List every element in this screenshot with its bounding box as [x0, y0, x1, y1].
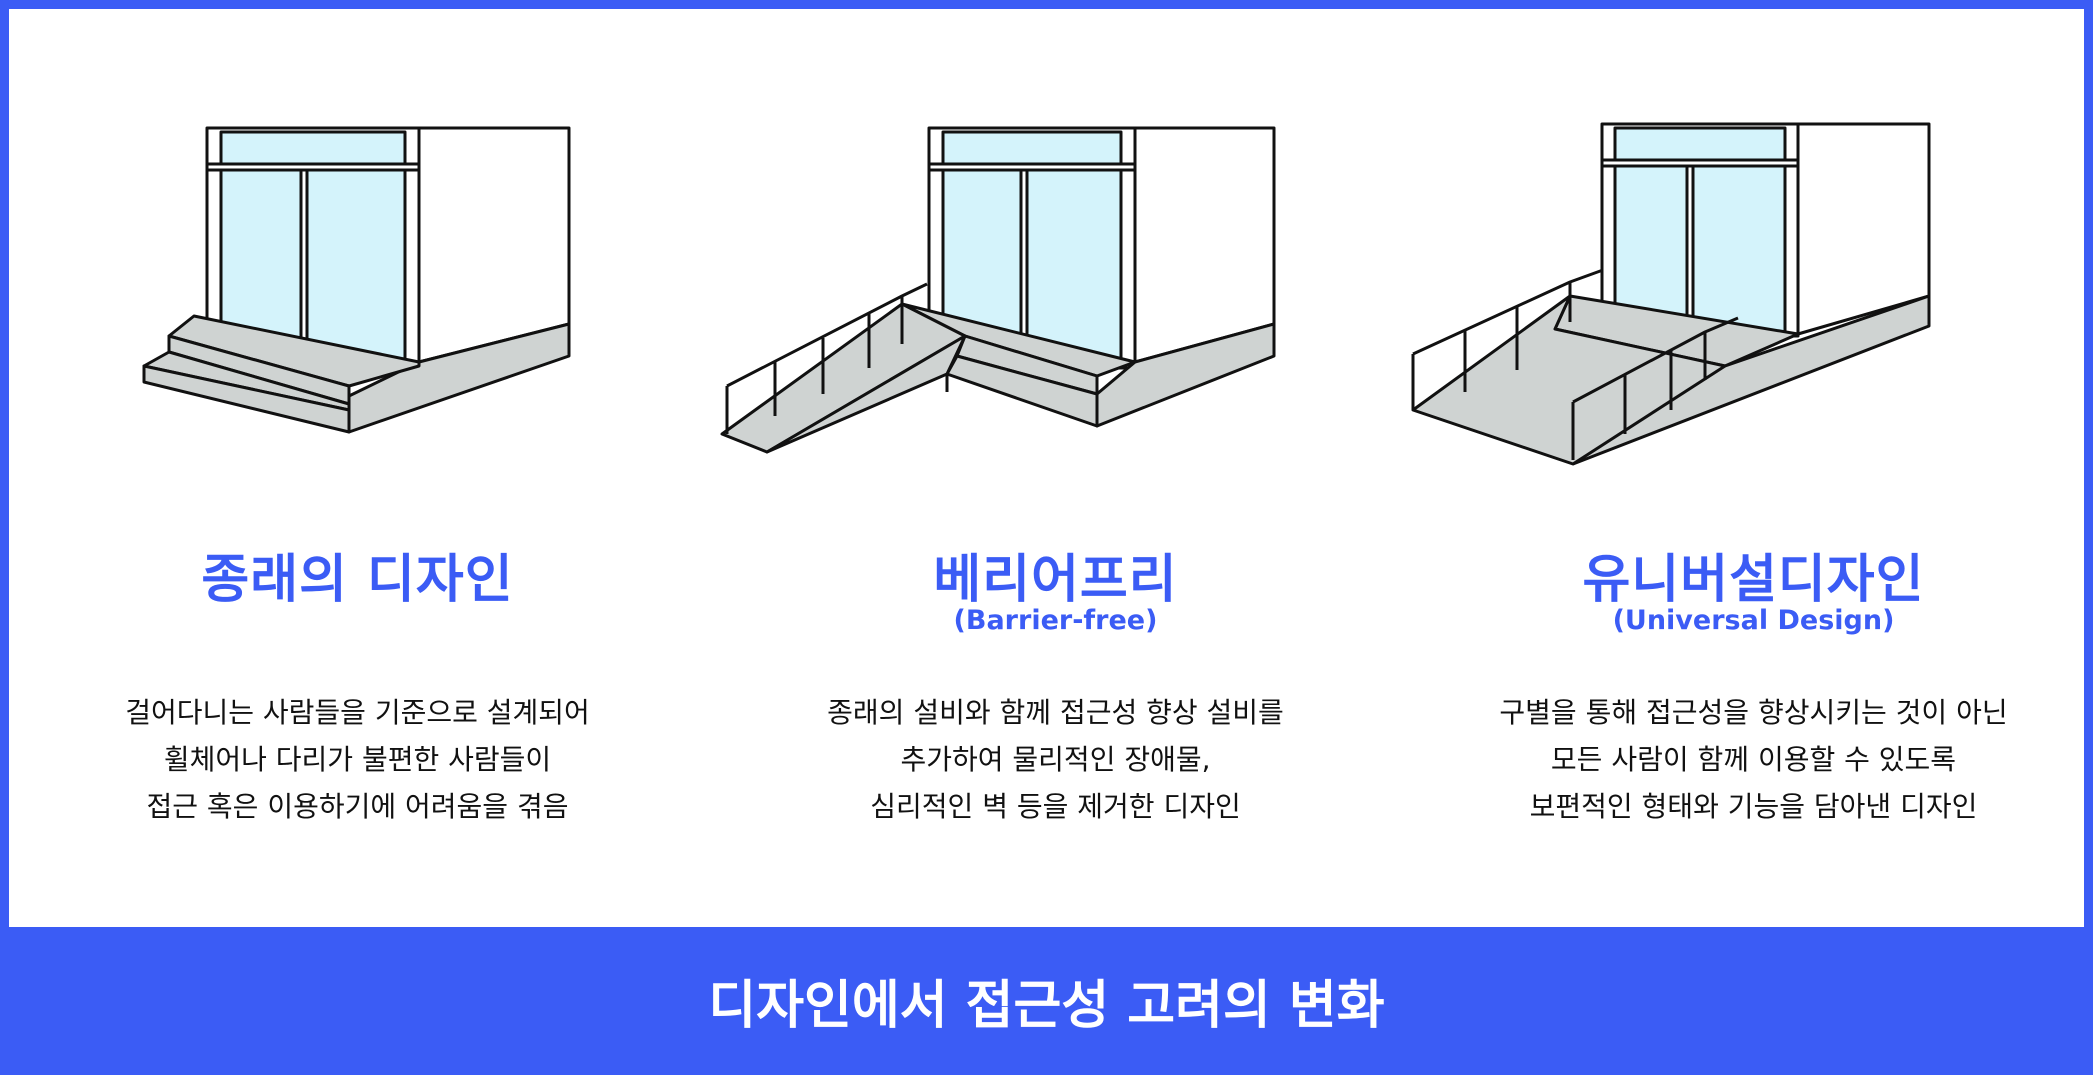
universal-design-title: 유니버설디자인	[1582, 550, 1925, 610]
description-line: 보편적인 형태와 기능을 담아낸 디자인	[1529, 790, 1978, 823]
description-line: 모든 사람이 함께 이용할 수 있도록	[1550, 743, 1957, 776]
universal-design-description: 구별을 통해 접근성을 향상시키는 것이 아닌 모든 사람이 함께 이용할 수 …	[1405, 689, 2093, 830]
barrier-free-title: 베리어프리	[933, 550, 1178, 610]
description-line: 구별을 통해 접근성을 향상시키는 것이 아닌	[1499, 696, 2008, 729]
barrier-free-description: 종래의 설비와 함께 접근성 향상 설비를 추가하여 물리적인 장애물, 심리적…	[707, 689, 1404, 830]
stairs-entrance-illustration	[142, 126, 571, 434]
conventional-design-description: 걸어다니는 사람들을 기준으로 설계되어 휠체어나 다리가 불편한 사람들이 접…	[9, 689, 706, 830]
description-line: 추가하여 물리적인 장애물,	[900, 743, 1211, 776]
description-line: 휠체어나 다리가 불편한 사람들이	[163, 743, 552, 776]
panel-conventional-design: 종래의 디자인 걸어다니는 사람들을 기준으로 설계되어 휠체어나 다리가 불편…	[9, 9, 706, 934]
panel-universal-design: 유니버설디자인 (Universal Design) 구별을 통해 접근성을 향…	[1405, 9, 2093, 934]
universal-design-subtitle: (Universal Design)	[1612, 605, 1895, 636]
description-line: 종래의 설비와 함께 접근성 향상 설비를	[827, 696, 1284, 729]
barrier-free-subtitle: (Barrier-free)	[953, 605, 1158, 636]
description-line: 심리적인 벽 등을 제거한 디자인	[870, 790, 1241, 823]
footer-banner: 디자인에서 접근성 고려의 변화	[0, 927, 2093, 1075]
panel-barrier-free: 베리어프리 (Barrier-free) 종래의 설비와 함께 접근성 향상 설…	[707, 9, 1404, 934]
description-line: 걸어다니는 사람들을 기준으로 설계되어	[125, 696, 590, 729]
stairs-with-ramp-illustration	[720, 126, 1276, 454]
universal-ramp-illustration	[1411, 122, 1931, 466]
footer-title: 디자인에서 접근성 고려의 변화	[708, 976, 1385, 1036]
conventional-design-title: 종래의 디자인	[201, 550, 514, 610]
description-line: 접근 혹은 이용하기에 어려움을 겪음	[146, 790, 569, 823]
